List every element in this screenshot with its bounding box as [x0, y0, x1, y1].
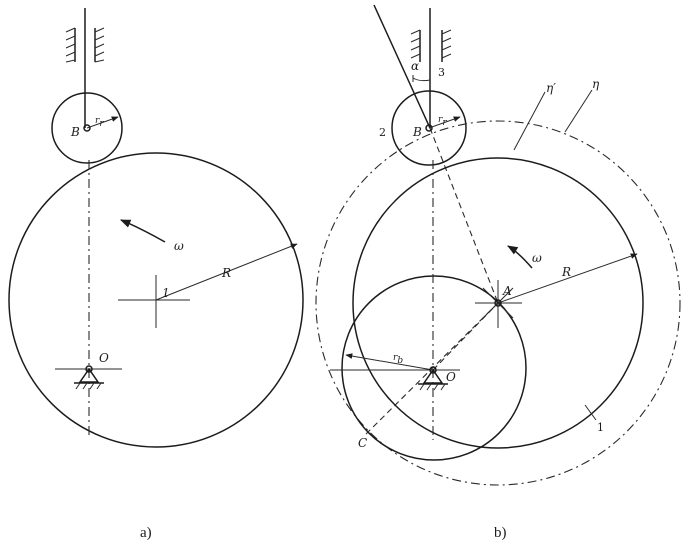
pitch-curve-eta: [315, 120, 681, 486]
line-oa: [432, 302, 499, 371]
cam-center-a: [118, 275, 190, 328]
caption-b: b): [494, 525, 507, 541]
label-c: C: [358, 436, 367, 450]
label-1-a: 1: [162, 286, 170, 300]
label-b-a: B: [70, 125, 80, 139]
follower-guide-a: [65, 27, 105, 63]
cam-profile-eta-prime: [352, 157, 644, 449]
pivot-o-a: [55, 365, 122, 390]
label-r-roller-b: rr: [438, 115, 447, 128]
panel-a: B rr ω 1 R O a): [8, 8, 304, 541]
panel-b: α 3 2 B rr η′ η ω A R rb O C 1 b): [315, 4, 681, 541]
label-3: 3: [438, 66, 445, 79]
pressure-line-b-ext: [429, 127, 499, 304]
label-r-b: R: [561, 265, 571, 279]
label-o-b: O: [446, 370, 456, 384]
label-omega-b: ω: [532, 251, 542, 265]
label-r-roller-a: rr: [95, 116, 104, 129]
radius-arrow-a: [155, 243, 298, 301]
roller-a: [51, 92, 123, 164]
base-circle: [341, 275, 527, 461]
label-omega-a: ω: [174, 239, 184, 253]
line-ac: [365, 302, 499, 435]
follower-guide-b: [410, 29, 452, 62]
roller-center-b: [425, 124, 433, 132]
cam-circle-a: [8, 152, 304, 448]
label-2: 2: [379, 126, 386, 139]
roller-b: [391, 90, 467, 166]
pressure-line-b: [373, 4, 431, 129]
label-1-b: 1: [597, 421, 604, 434]
omega-arrow-a: [120, 219, 166, 243]
label-b-b: B: [412, 125, 422, 139]
caption-a: a): [140, 525, 152, 541]
radius-arrow-b: [497, 253, 638, 304]
cam-center-a-mark: [475, 280, 522, 328]
label-a: A: [502, 284, 512, 298]
label-r-a: R: [221, 266, 231, 280]
omega-arrow-b: [507, 245, 533, 269]
label-alpha: α: [411, 59, 419, 73]
label-eta: η: [592, 77, 600, 91]
roller-center-a: [83, 124, 91, 132]
pivot-o-b: [418, 366, 448, 391]
label-rb: rb: [393, 353, 403, 366]
label-o-a: O: [99, 351, 109, 365]
label-eta-prime: η′: [546, 81, 556, 95]
base-radius-arrow: [345, 353, 434, 371]
